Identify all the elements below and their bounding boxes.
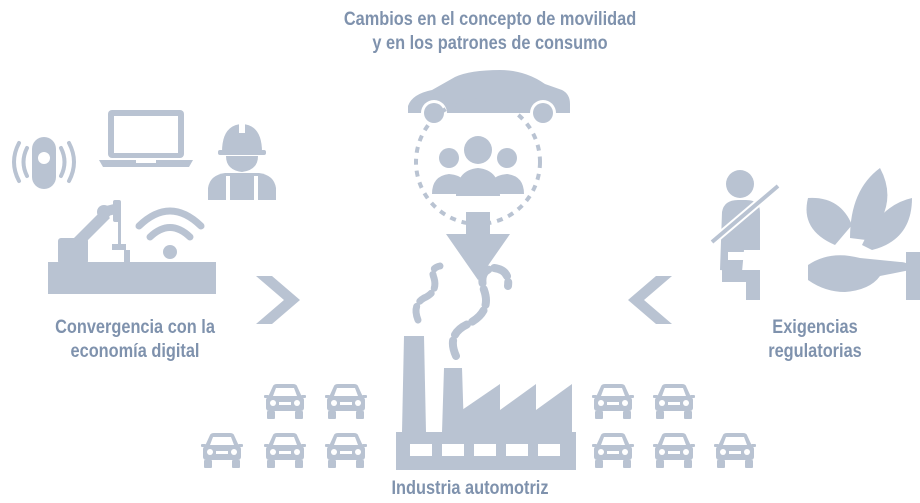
car-icon [264,433,306,468]
car-icon [264,384,306,419]
people-group-icon [414,98,542,226]
car-icon [653,384,695,419]
down-arrow-icon [446,212,510,280]
car-icon [325,384,367,419]
industry-label-text: Industria automotriz [391,478,549,499]
car-icon [592,384,634,419]
arrow-icon [628,276,672,324]
car-icon [408,70,570,126]
wireless-sensor-icon [12,137,76,189]
regulatory-label-line-2: regulatorias [768,341,862,362]
car-icon [325,433,367,468]
mobility-label-line-1: Cambios en el concepto de movilidad [343,9,637,30]
factory-icon [396,262,576,470]
arrow-icon [256,276,300,324]
seatbelt-passenger-icon [709,170,781,300]
car-icon [653,433,695,468]
leaf-hand-icon [806,168,920,300]
laptop-icon [99,110,193,167]
regulatory-label-line-1: Exigencias [772,317,858,338]
mobility-consumption-label: Cambios en el concepto de movilidad y en… [327,8,654,56]
digital-label-line-1: Convergencia con la [55,317,215,338]
digital-economy-label: Convergencia con la economía digital [28,316,243,364]
digital-label-line-2: economía digital [70,341,200,362]
robot-arm-icon [48,200,216,294]
car-icon [592,433,634,468]
construction-worker-icon [208,121,276,200]
mobility-label-line-2: y en los patrones de consumo [372,33,608,54]
regulatory-label: Exigencias regulatorias [751,316,880,364]
wifi-icon [135,207,205,259]
automotive-industry-label: Industria automotriz [375,477,564,501]
car-icon [714,433,756,468]
right-car-fleet [592,384,756,468]
left-car-fleet [201,384,367,468]
car-icon [201,433,243,468]
